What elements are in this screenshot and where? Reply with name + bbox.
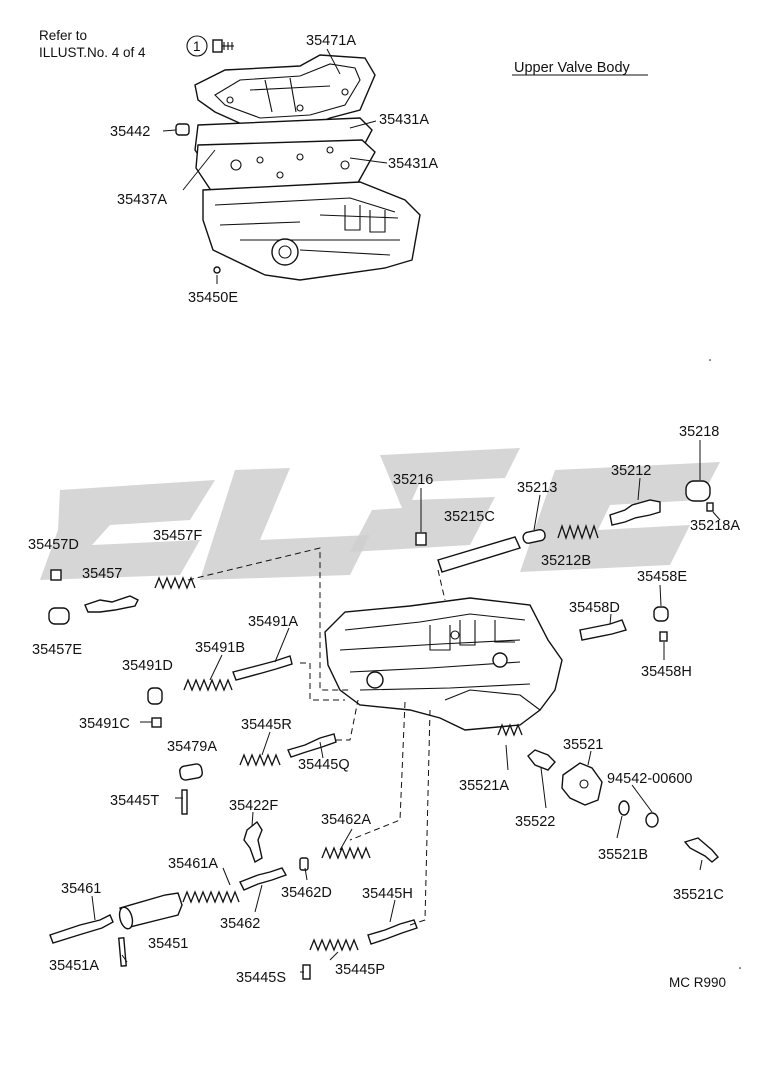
part-label: 35457: [82, 566, 122, 582]
part-label: 35445H: [362, 886, 413, 902]
top-right-parts: [415, 480, 714, 573]
part-label: 35521B: [598, 847, 648, 863]
part-label: 35445T: [110, 793, 159, 809]
lower-assembly-labels: 35218 35216 35213 35212 35215C 35218A 35…: [28, 424, 740, 986]
part-label: 35491C: [79, 716, 130, 732]
part-label: 35479A: [167, 739, 217, 755]
part-label: 35458E: [637, 569, 687, 585]
part-label: 35457F: [153, 528, 202, 544]
lower-valve-body: [324, 597, 563, 731]
part-label: 35450E: [188, 290, 238, 306]
part-label: 35491D: [122, 658, 173, 674]
part-label: 35212: [611, 463, 651, 479]
assembly-guide-lines: [187, 547, 446, 926]
part-label: 35521: [563, 737, 603, 753]
part-label: 35422F: [229, 798, 278, 814]
part-label: 35462A: [321, 812, 371, 828]
part-label: 35218: [679, 424, 719, 440]
part-label: 35521C: [673, 887, 724, 903]
right-side-parts: [579, 606, 669, 642]
part-label: 35445Q: [298, 757, 350, 773]
part-label: 35462: [220, 916, 260, 932]
part-label: 35462D: [281, 885, 332, 901]
lower-right-parts: [497, 723, 719, 863]
section-title: Upper Valve Body: [514, 60, 631, 76]
part-label: 35437A: [117, 192, 167, 208]
part-label: 35445R: [241, 717, 292, 733]
part-label: 35491A: [248, 614, 298, 630]
diagram-code: MC R990: [669, 975, 726, 990]
reference-note-line1: Refer to: [39, 28, 87, 43]
part-label: 35491B: [195, 640, 245, 656]
bolt-icon: [212, 39, 234, 53]
part-label: 35212B: [541, 553, 591, 569]
upper-valve-body-assembly: [162, 48, 421, 284]
part-label: 35451: [148, 936, 188, 952]
part-label: 35442: [110, 124, 150, 140]
part-label: 35521A: [459, 778, 509, 794]
watermark-logo: [40, 448, 720, 580]
part-label: 35461A: [168, 856, 218, 872]
part-label: 35522: [515, 814, 555, 830]
part-label: 94542-00600: [607, 771, 692, 787]
part-label: 35461: [61, 881, 101, 897]
part-label: 35218A: [690, 518, 740, 534]
part-label: 35445P: [335, 962, 385, 978]
part-label: 35471A: [306, 33, 356, 49]
part-label: 35213: [517, 480, 557, 496]
part-label: 35458D: [569, 600, 620, 616]
part-label: 35458H: [641, 664, 692, 680]
reference-note-line2: ILLUST.No. 4 of 4: [39, 45, 146, 60]
part-label: 35215C: [444, 509, 495, 525]
left-side-parts: [48, 569, 418, 980]
upper-assembly-labels: 35471A 35431A 35442 35431A 35437A 35450E: [110, 33, 438, 306]
circled-number-icon: 1: [186, 35, 208, 57]
part-label: 35431A: [379, 112, 429, 128]
circled-number: 1: [193, 39, 201, 54]
part-label: 35451A: [49, 958, 99, 974]
leader-lines: [91, 440, 721, 973]
part-label: 35445S: [236, 970, 286, 986]
part-label: 35216: [393, 472, 433, 488]
part-label: 35457D: [28, 537, 79, 553]
part-label: 35457E: [32, 642, 82, 658]
part-label: 35431A: [388, 156, 438, 172]
